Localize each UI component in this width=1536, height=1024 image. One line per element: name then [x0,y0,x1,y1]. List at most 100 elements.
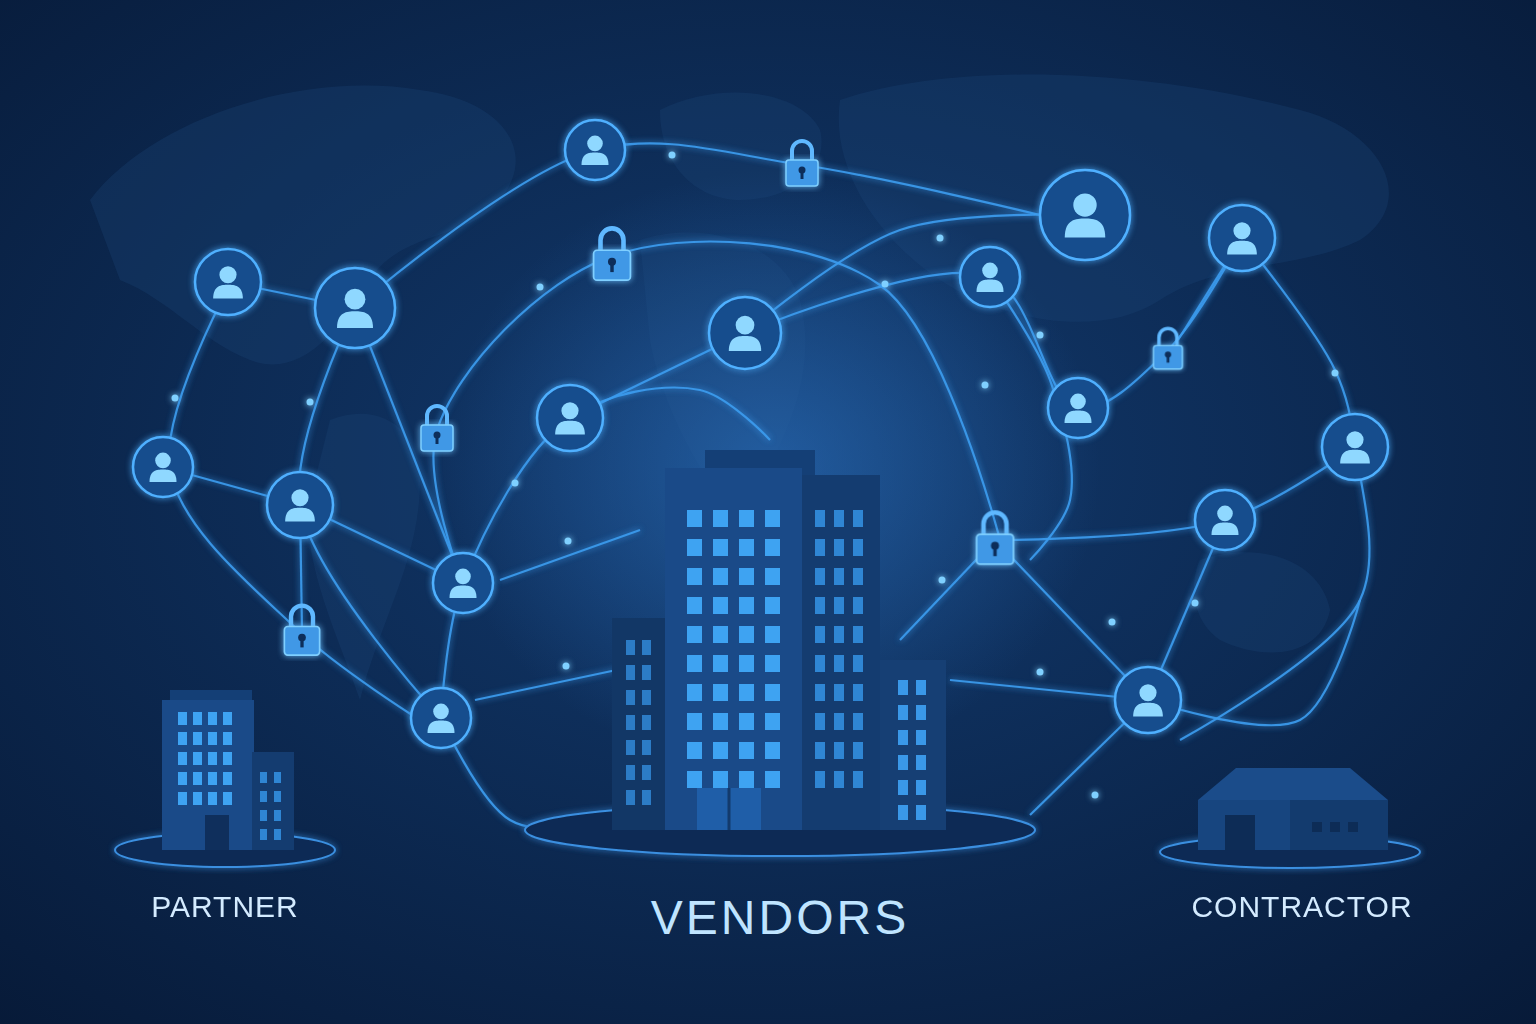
network-lines [163,143,1369,831]
person-ring [960,247,1020,307]
network-dot [1037,669,1044,676]
window [687,684,702,701]
person-body [213,285,243,299]
network-dot [669,152,676,159]
lock-icon [421,406,453,451]
window [916,755,926,770]
main-label: VENDORS [651,890,909,945]
lock-slot [436,436,439,444]
window [208,712,217,725]
person-icon [433,553,493,613]
lock-slot [993,547,996,556]
person-body [1065,410,1092,423]
lock-shackle [792,141,812,161]
window [687,713,702,730]
continent [308,414,420,700]
window [853,539,863,556]
person-ring [1195,490,1255,550]
lock-icon [284,606,319,656]
person-head [155,453,171,469]
window [1312,822,1322,832]
person-body [555,421,585,435]
lock-body [786,160,818,186]
network-dot [1332,370,1339,377]
window [208,732,217,745]
window [713,713,728,730]
window [713,568,728,585]
network-line [1180,238,1369,740]
person-icon [267,472,333,538]
person-body [1133,703,1163,717]
window [208,792,217,805]
window [208,772,217,785]
window [687,626,702,643]
network-line [355,308,463,583]
window [815,539,825,556]
person-icon [1195,490,1255,550]
person-icon [709,297,781,369]
person-ring [1209,205,1275,271]
window [853,626,863,643]
person-ring [315,268,395,348]
window [274,829,281,840]
person-body [1227,241,1257,255]
window [626,765,635,780]
person-icon [1048,378,1108,438]
door [697,788,761,830]
tower-main [665,468,802,830]
person-icon [133,437,193,497]
window [834,684,844,701]
window [815,684,825,701]
window [898,730,908,745]
window [853,771,863,788]
window [834,626,844,643]
network-dot [307,399,314,406]
window [815,713,825,730]
person-body [582,152,609,165]
window [853,510,863,527]
window [916,805,926,820]
window [739,568,754,585]
person-head [982,263,998,279]
window [1330,822,1340,832]
window [274,791,281,802]
person-ring [1322,414,1388,480]
continent [90,86,516,365]
window [260,772,267,783]
person-head [561,402,578,419]
network-dot [939,577,946,584]
network-dot [512,480,519,487]
window [713,510,728,527]
person-body [285,508,315,522]
lock-shackle [427,406,447,426]
window [178,772,187,785]
window [687,597,702,614]
lock-body [1154,346,1183,369]
window [739,597,754,614]
person-ring [537,385,603,451]
window [713,684,728,701]
window [193,752,202,765]
window [274,810,281,821]
window [834,655,844,672]
window [815,771,825,788]
window [713,771,728,788]
person-body [1065,219,1106,238]
network-line [500,530,640,580]
window [713,539,728,556]
lock-shackle [291,606,313,628]
lock-shackle [601,228,624,251]
lock-shackle [984,512,1007,535]
window [898,705,908,720]
partner-side [252,752,294,850]
person-icon [1322,414,1388,480]
window [713,597,728,614]
person-head [1070,394,1086,410]
network-dot [563,663,570,670]
person-body [150,469,177,482]
person-head [1217,506,1233,522]
person-head [587,136,603,152]
person-ring [709,297,781,369]
lock-body [977,534,1014,564]
window [260,791,267,802]
